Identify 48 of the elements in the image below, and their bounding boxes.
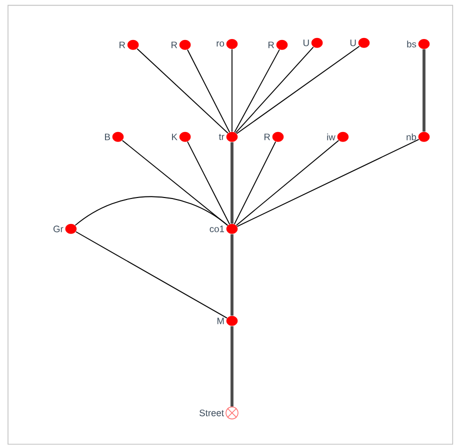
connector-line <box>236 139 420 227</box>
connector-line <box>230 234 234 316</box>
graph-node: co1 <box>210 224 238 234</box>
graph-node: M <box>217 316 238 326</box>
node-label: R <box>172 42 178 48</box>
connector-line <box>136 48 228 134</box>
graph-node: R <box>268 40 288 50</box>
connector-line <box>234 49 280 133</box>
connector-line <box>236 140 340 226</box>
node-label: Gr <box>53 226 64 232</box>
node-label: ro <box>216 41 224 47</box>
graph-node: U <box>304 38 323 48</box>
connector-line <box>75 231 228 319</box>
connector-line <box>236 46 360 134</box>
graph-node: R <box>120 40 139 50</box>
graph-node: nb <box>406 132 430 142</box>
node-label: K <box>172 134 178 140</box>
connector-line <box>230 142 234 224</box>
node-label: U <box>350 40 356 46</box>
connector-line <box>122 140 228 226</box>
connector-line <box>422 49 426 132</box>
graph-node: K <box>172 132 191 142</box>
node-label: iw <box>327 134 336 140</box>
connector-line <box>74 196 228 226</box>
graph-node: B <box>105 132 124 142</box>
graph-node: Gr <box>54 224 77 234</box>
node-label: nb <box>406 134 416 140</box>
graph-node: ro <box>216 39 238 50</box>
node-label: U <box>304 40 309 46</box>
graph-node: iw <box>327 132 349 142</box>
graph-node: bs <box>407 39 430 50</box>
node-label: bs <box>407 40 416 48</box>
graph-node: U <box>350 38 370 48</box>
connector-line <box>187 141 230 225</box>
connector-line <box>235 46 314 134</box>
node-label: co1 <box>210 226 224 232</box>
node-label: R <box>264 134 270 140</box>
graph-node: tr <box>218 132 238 142</box>
node-label: B <box>105 134 110 140</box>
node-label: M <box>217 318 224 324</box>
graph-node: R <box>172 40 191 50</box>
node-label: R <box>120 42 126 48</box>
graph-node: R <box>264 132 284 142</box>
connector-line <box>234 141 276 225</box>
connector-line <box>230 326 234 407</box>
node-label: tr <box>218 134 224 140</box>
node-label: R <box>268 42 274 48</box>
connector-line <box>187 49 230 133</box>
